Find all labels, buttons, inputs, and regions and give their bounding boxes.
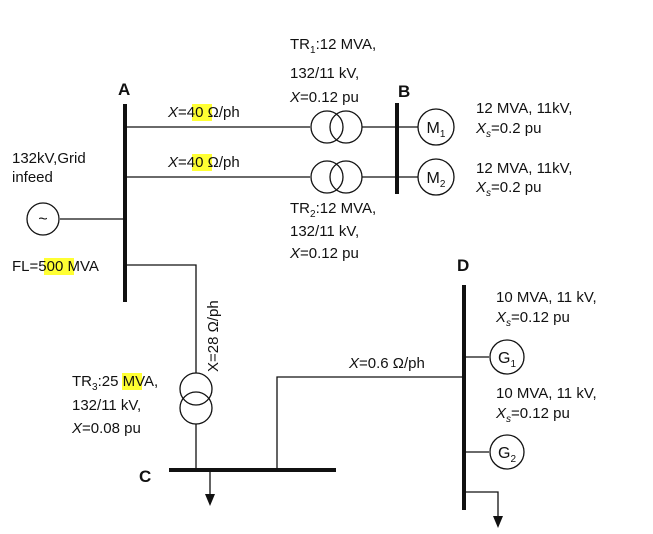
g1-icon (489, 339, 525, 375)
tr3-mva-highlight (122, 373, 142, 390)
load-d-arrow-icon (493, 516, 503, 528)
ac-source-symbol: ~ (38, 211, 47, 228)
g2-symbol: G2 (498, 445, 516, 465)
line-ac-label: X=28 Ω/ph (205, 300, 222, 372)
load-c-arrow-icon (205, 494, 215, 506)
tr3-winding-1 (179, 372, 213, 406)
line-ab2-value-highlight (192, 154, 212, 171)
fault-level-label: FL=500 MVA (12, 258, 99, 275)
tr1-winding-1 (310, 110, 344, 144)
tr3-label-line2: 132/11 kV, (72, 397, 141, 414)
g2-label-line1: 10 MVA, 11 kV, (496, 385, 597, 402)
m2-label-line2: Xs=0.2 pu (475, 179, 541, 199)
bus-b-label: B (398, 82, 410, 101)
m1-symbol: M1 (427, 120, 446, 140)
m1-label-line1: 12 MVA, 11kV, (476, 100, 572, 117)
m2-label-line1: 12 MVA, 11kV, (476, 160, 572, 177)
line-ab1-label: X=40 Ω/ph (167, 104, 240, 121)
fl-value-highlight (44, 258, 74, 275)
m2-symbol: M2 (427, 170, 446, 190)
g2-label-line2: Xs=0.12 pu (495, 405, 570, 425)
tr1-label-line3: X=0.12 pu (289, 89, 359, 106)
grid-label-line1: 132kV,Grid (12, 150, 86, 167)
line-ab2-label: X=40 Ω/ph (167, 154, 240, 171)
grid-label-line2: infeed (12, 169, 53, 186)
g1-label-line1: 10 MVA, 11 kV, (496, 289, 597, 306)
line-ab1-value-highlight (192, 104, 212, 121)
tr2-label-line2: 132/11 kV, (290, 223, 359, 240)
line-cd-label: X=0.6 Ω/ph (348, 355, 425, 372)
m1-icon (417, 108, 455, 146)
g1-label-line2: Xs=0.12 pu (495, 309, 570, 329)
g2-icon (489, 434, 525, 470)
tr3-label-line3: X=0.08 pu (71, 420, 141, 437)
tr1-label-line2: 132/11 kV, (290, 65, 359, 82)
tr2-winding-1 (310, 160, 344, 194)
load-d-line (464, 491, 499, 518)
ac-source-icon (26, 202, 60, 236)
g1-symbol: G1 (498, 350, 516, 370)
line-a-tr3 (125, 264, 197, 373)
m1-label-line2: Xs=0.2 pu (475, 120, 541, 140)
tr3-label-line1: TR3:25 MVA, (72, 373, 158, 393)
tr2-label-line3: X=0.12 pu (289, 245, 359, 262)
tr2-label-line1: TR2:12 MVA, (290, 200, 376, 220)
line-c-d (276, 376, 464, 470)
bus-c-label: C (139, 467, 151, 486)
bus-a-label: A (118, 80, 130, 99)
tr1-label-line1: TR1:12 MVA, (290, 36, 376, 56)
m2-icon (417, 158, 455, 196)
bus-d-label: D (457, 256, 469, 275)
